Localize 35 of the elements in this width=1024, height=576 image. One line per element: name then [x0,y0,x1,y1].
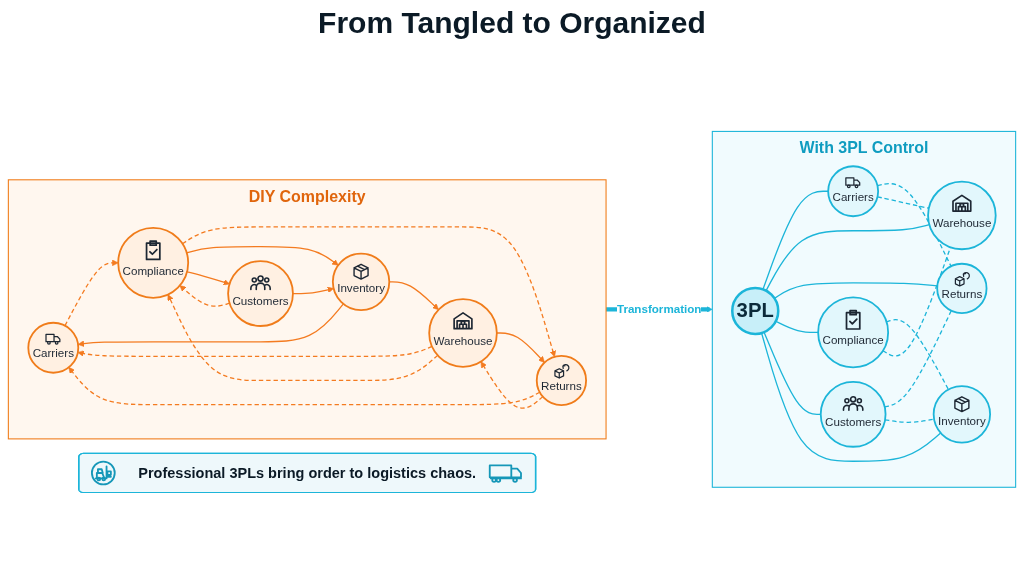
node-circle: Returns [535,354,587,407]
node-circle: Carriers [827,165,880,218]
connector [884,310,952,408]
connector [760,332,942,462]
arrow [186,246,339,266]
node-circle: Customers [227,260,294,327]
node-circle: Warehouse [927,180,997,251]
node-circle: Compliance [817,296,890,369]
arrow [179,285,231,307]
connector [885,319,950,391]
node-circle: Inventory [932,385,991,444]
connector [773,282,938,299]
node-circle: 3PL [731,286,780,336]
arrow [186,271,230,286]
arrow [77,345,433,357]
node-circle: Carriers [27,321,80,374]
arrow [496,332,545,363]
node-circle: Customers [819,381,887,448]
connector [762,190,829,290]
arrow [480,361,544,409]
node-circle: Warehouse [428,298,498,368]
arrow [181,226,556,358]
arrow [167,294,439,382]
node-circle: Returns [936,262,988,314]
connector [884,418,935,423]
arrow [68,367,541,406]
edge-label: Transformation [616,302,702,316]
connector [765,224,930,292]
connector [775,320,819,334]
node-circle: Compliance [117,226,190,299]
arrow [77,303,345,347]
node-circle: Inventory [331,252,391,311]
title: From Tangled to Organized [318,6,706,40]
arrow [64,259,119,327]
arrow [292,286,334,295]
